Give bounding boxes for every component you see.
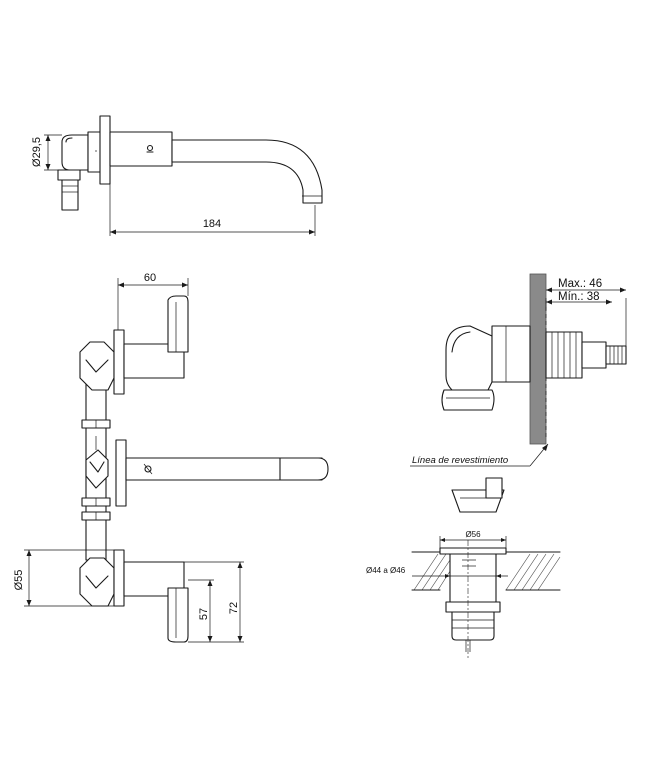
cutout-hole-diameter-label: Ø44 a Ø46 <box>366 566 406 575</box>
dim-handle-heights: 57 72 <box>124 561 244 643</box>
dim-spout-length: 184 <box>109 184 316 236</box>
dim-cutout-hole: Ø44 a Ø46 <box>366 566 508 578</box>
finish-line-label: Línea de revestimiento <box>412 455 508 466</box>
dim-max-min: Max.: 46 Mín.: 38 <box>546 278 627 346</box>
finish-line-callout: Línea de revestimiento <box>410 443 549 467</box>
cutout-top-diameter-label: Ø56 <box>465 530 481 539</box>
cutout-section <box>411 540 561 660</box>
min-label: Mín.: 38 <box>558 291 600 303</box>
spout-side-view <box>57 115 323 211</box>
handle-height-short-label: 57 <box>198 608 210 620</box>
installation-section <box>441 273 627 445</box>
dim-handle-projection: 60 <box>117 272 189 330</box>
handle-height-total-label: 72 <box>228 602 240 614</box>
front-view <box>79 295 329 643</box>
handle-projection-label: 60 <box>144 272 156 284</box>
plate-diameter-label: Ø55 <box>13 570 25 591</box>
dim-cutout-top: Ø56 <box>439 530 507 548</box>
inlet-diameter-label: Ø29,5 <box>31 137 43 167</box>
dim-plate-diameter: Ø55 <box>13 549 114 607</box>
dim-inlet-diameter: Ø29,5 <box>31 134 62 171</box>
spout-length-label: 184 <box>203 218 221 230</box>
max-label: Max.: 46 <box>558 278 602 290</box>
cap-piece <box>451 477 505 513</box>
